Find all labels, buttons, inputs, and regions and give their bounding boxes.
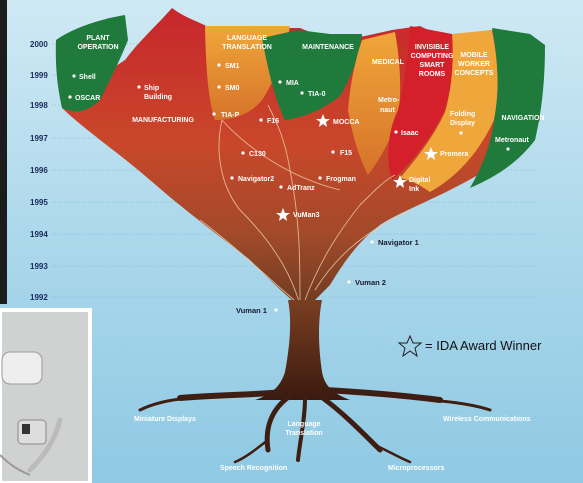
product-label: Building — [144, 94, 172, 101]
region-title: WORKER — [458, 61, 490, 68]
region-title: MAINTENANCE — [302, 44, 354, 51]
year-label: 1997 — [30, 134, 48, 143]
region-title: TRANSLATION — [222, 44, 272, 51]
product-label: TIA-P — [221, 112, 240, 119]
product-label: MIA — [286, 80, 299, 87]
year-label: 1995 — [30, 198, 48, 207]
legend-text: = IDA Award Winner — [425, 338, 542, 353]
product-label: Vuman 1 — [236, 306, 267, 315]
product-label: Vuman 2 — [355, 278, 386, 287]
product-label: SM1 — [225, 63, 240, 70]
product-label: Display — [450, 120, 475, 127]
year-label: 1998 — [30, 101, 48, 110]
product-label: Ship — [144, 85, 159, 92]
trunk — [255, 300, 350, 400]
region-title: SMART — [420, 62, 446, 69]
region-title: MANUFACTURING — [132, 117, 194, 124]
year-label: 1996 — [30, 166, 48, 175]
root-caption: Speech Recognition — [220, 465, 287, 472]
region-title: CONCEPTS — [455, 70, 494, 77]
year-label: 1993 — [30, 262, 48, 271]
device-photo — [0, 310, 90, 483]
year-axis: 2000 1999 1998 1997 1996 1995 1994 1993 … — [30, 40, 48, 302]
region-title: MOBILE — [460, 52, 488, 59]
product-label: F15 — [340, 150, 352, 157]
root-caption: Microprocessors — [388, 465, 445, 472]
region-title: PLANT — [86, 35, 110, 42]
product-label: F16 — [267, 118, 279, 125]
year-label: 1994 — [30, 230, 48, 239]
product-label: naut — [380, 107, 395, 114]
region-title: LANGUAGE — [227, 35, 267, 42]
product-label: AdTranz — [287, 185, 315, 192]
product-label: SM0 — [225, 85, 240, 92]
product-label: Folding — [450, 111, 475, 118]
product-label: TIA-0 — [308, 91, 326, 98]
product-label: OSCAR — [75, 95, 100, 102]
product-label: C130 — [249, 151, 266, 158]
product-label: Metro- — [378, 97, 400, 104]
region-title: ROOMS — [419, 71, 446, 78]
left-edge — [0, 0, 7, 304]
product-label: VuMan3 — [293, 212, 320, 219]
region-title: INVISIBLE — [415, 44, 450, 51]
legend: = IDA Award Winner — [399, 336, 542, 356]
product-label: Digital — [409, 177, 430, 184]
product-label: Navigator 1 — [378, 238, 419, 247]
region-title: MEDICAL — [372, 59, 405, 66]
root-caption: Wireless Communications — [443, 416, 531, 423]
product-label: Promera — [440, 151, 469, 158]
region-title: COMPUTING — [411, 53, 454, 60]
year-label: 1992 — [30, 293, 48, 302]
root-caption: Language — [287, 421, 320, 428]
root-caption: Translation — [285, 430, 322, 437]
product-label: Isaac — [401, 130, 419, 137]
star-icon — [399, 336, 421, 356]
root-caption: Miniature Displays — [134, 416, 196, 423]
product-label: Shell — [79, 74, 96, 81]
product-label: Metronaut — [495, 137, 530, 144]
region-title: NAVIGATION — [502, 115, 545, 122]
year-label: 2000 — [30, 40, 48, 49]
product-label: Navigator2 — [238, 176, 274, 183]
region-title: OPERATION — [77, 44, 118, 51]
product-label: Ink — [409, 186, 419, 193]
year-label: 1999 — [30, 71, 48, 80]
product-label: Frogman — [326, 176, 356, 183]
product-label: MOCCA — [333, 119, 359, 126]
